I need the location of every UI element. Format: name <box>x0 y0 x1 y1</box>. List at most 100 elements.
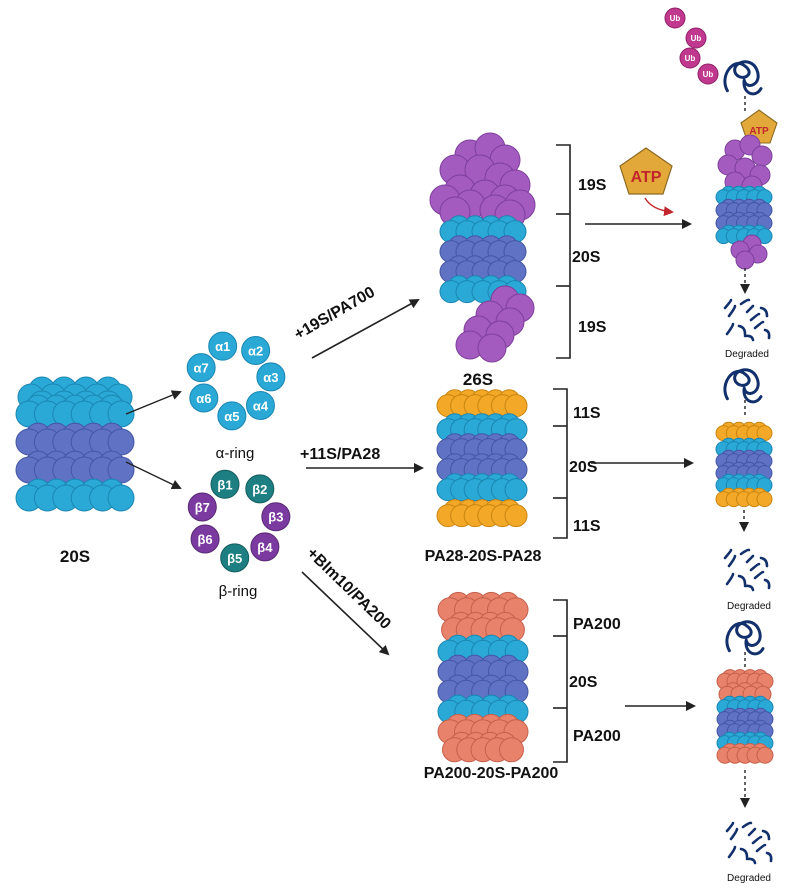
ring-subunit-label: α6 <box>196 391 211 406</box>
ring-subunit-label: β6 <box>198 532 213 547</box>
peptide-fragment <box>753 570 765 580</box>
peptide-fragment <box>759 306 769 318</box>
ring-subunit <box>250 532 280 562</box>
ubiquitin-label: Ub <box>685 54 696 63</box>
path-19s-label: +19S/PA700 <box>292 284 379 344</box>
cap-19s-bottom-subunit <box>735 250 755 270</box>
cap-pa200-bottom <box>756 746 774 764</box>
ring-subunit <box>241 336 271 366</box>
peptide-fragment <box>739 298 751 306</box>
ring-subunit <box>190 524 220 554</box>
ring-subunit-label: α7 <box>194 361 209 376</box>
peptide-fragment <box>763 328 771 340</box>
complex-26s-label: 26S <box>463 370 493 389</box>
ubiquitin-label: Ub <box>691 34 702 43</box>
peptide-fragment <box>743 334 755 342</box>
beta-ring-label: β-ring <box>219 583 258 600</box>
right-26s-complex <box>715 134 773 270</box>
core-20s-proteasome <box>15 376 135 512</box>
brace-pa28-bot: 11S <box>573 518 601 535</box>
core-20s-label: 20S <box>60 547 90 566</box>
cap-pa200-bottom <box>499 737 524 763</box>
ring-subunit-label: α5 <box>224 409 239 424</box>
ring-subunit <box>217 401 247 431</box>
peptide-fragment <box>723 298 733 310</box>
peptide-fragment <box>759 556 769 568</box>
ring-subunit-label: β1 <box>217 477 232 492</box>
degraded-fragments-3 <box>725 821 773 865</box>
peptide-fragment <box>737 574 747 586</box>
ring-subunit-label: β3 <box>268 510 283 525</box>
brace-pa28-top: 11S <box>573 405 601 422</box>
peptide-fragment <box>727 845 737 859</box>
peptide-fragment <box>753 320 765 330</box>
degraded-label-1: Degraded <box>725 349 769 360</box>
arrow-core-to-alpha <box>125 390 182 415</box>
peptide-fragment <box>725 322 735 336</box>
complex-pa200 <box>437 591 529 763</box>
ring-subunit <box>210 469 240 499</box>
ring-subunit <box>208 331 238 361</box>
peptide-fragment <box>751 835 763 845</box>
peptide-fragment <box>727 304 737 318</box>
cap-11s-bottom <box>756 491 773 508</box>
arrow-path-19s <box>311 299 420 359</box>
ring-subunit <box>186 353 216 383</box>
peptide-fragment <box>741 821 753 829</box>
ring-subunit-label: β5 <box>227 551 242 566</box>
cap-11s-bottom <box>504 504 528 528</box>
substrate-proteins <box>723 60 765 656</box>
peptide-fragment <box>749 562 761 572</box>
ubiquitin-unit <box>664 7 686 29</box>
brace-26s-top: 19S <box>578 177 607 194</box>
alpha-ring-label: α-ring <box>216 445 255 462</box>
brace-pa28-mid: 20S <box>569 459 598 476</box>
peptide-fragment <box>727 554 737 568</box>
peptide-fragment <box>739 847 749 859</box>
ring-subunit-label: β4 <box>257 540 273 555</box>
brace-pa200-top: PA200 <box>573 616 621 633</box>
ring-subunit <box>187 492 217 522</box>
brace-pa200-mid: 20S <box>569 674 598 691</box>
peptide-fragment <box>739 548 751 556</box>
degraded-fragments-1 <box>723 298 771 342</box>
complex-pa28 <box>436 389 528 528</box>
peptide-fragment <box>763 578 771 590</box>
complex-pa28-label: PA28-20S-PA28 <box>425 548 542 565</box>
ring-subunit-label: β2 <box>252 482 267 497</box>
peptide-fragment <box>749 312 761 322</box>
bracket-group-26s: 19S 20S 19S <box>556 144 607 359</box>
ubiquitin-unit <box>679 47 701 69</box>
atp-badge-main: ATP <box>619 147 674 217</box>
path-11s-label: +11S/PA28 <box>300 446 380 463</box>
atp-text-right: ATP <box>749 126 769 137</box>
core-ring-row <box>504 478 528 502</box>
ring-subunit-label: α1 <box>215 339 230 354</box>
peptide-fragment <box>743 584 755 592</box>
brace-26s-bot: 19S <box>578 319 607 336</box>
ring-subunit <box>245 390 275 420</box>
peptide-fragment <box>729 827 739 841</box>
ring-subunit-label: β7 <box>195 500 210 515</box>
ring-subunit-label: α4 <box>253 398 269 413</box>
bracket-group-pa28: 11S 20S 11S <box>553 388 601 539</box>
brace-26s-mid: 20S <box>572 249 601 266</box>
ubiquitin-label: Ub <box>670 14 681 23</box>
peptide-fragment <box>723 548 733 560</box>
right-pa200-complex <box>716 669 774 764</box>
core-alpha-subunit <box>107 484 135 512</box>
ring-subunit <box>261 502 291 532</box>
ring-subunit-label: α3 <box>263 370 278 385</box>
peptide-fragment <box>765 851 773 863</box>
arrow-core-to-beta <box>125 461 182 490</box>
peptide-fragment <box>725 821 735 833</box>
peptide-fragment <box>725 572 735 586</box>
ring-subunit <box>189 383 219 413</box>
ubiquitin-label: Ub <box>703 70 714 79</box>
complex-pa200-label: PA200-20S-PA200 <box>424 765 559 782</box>
peptide-fragment <box>745 554 755 564</box>
